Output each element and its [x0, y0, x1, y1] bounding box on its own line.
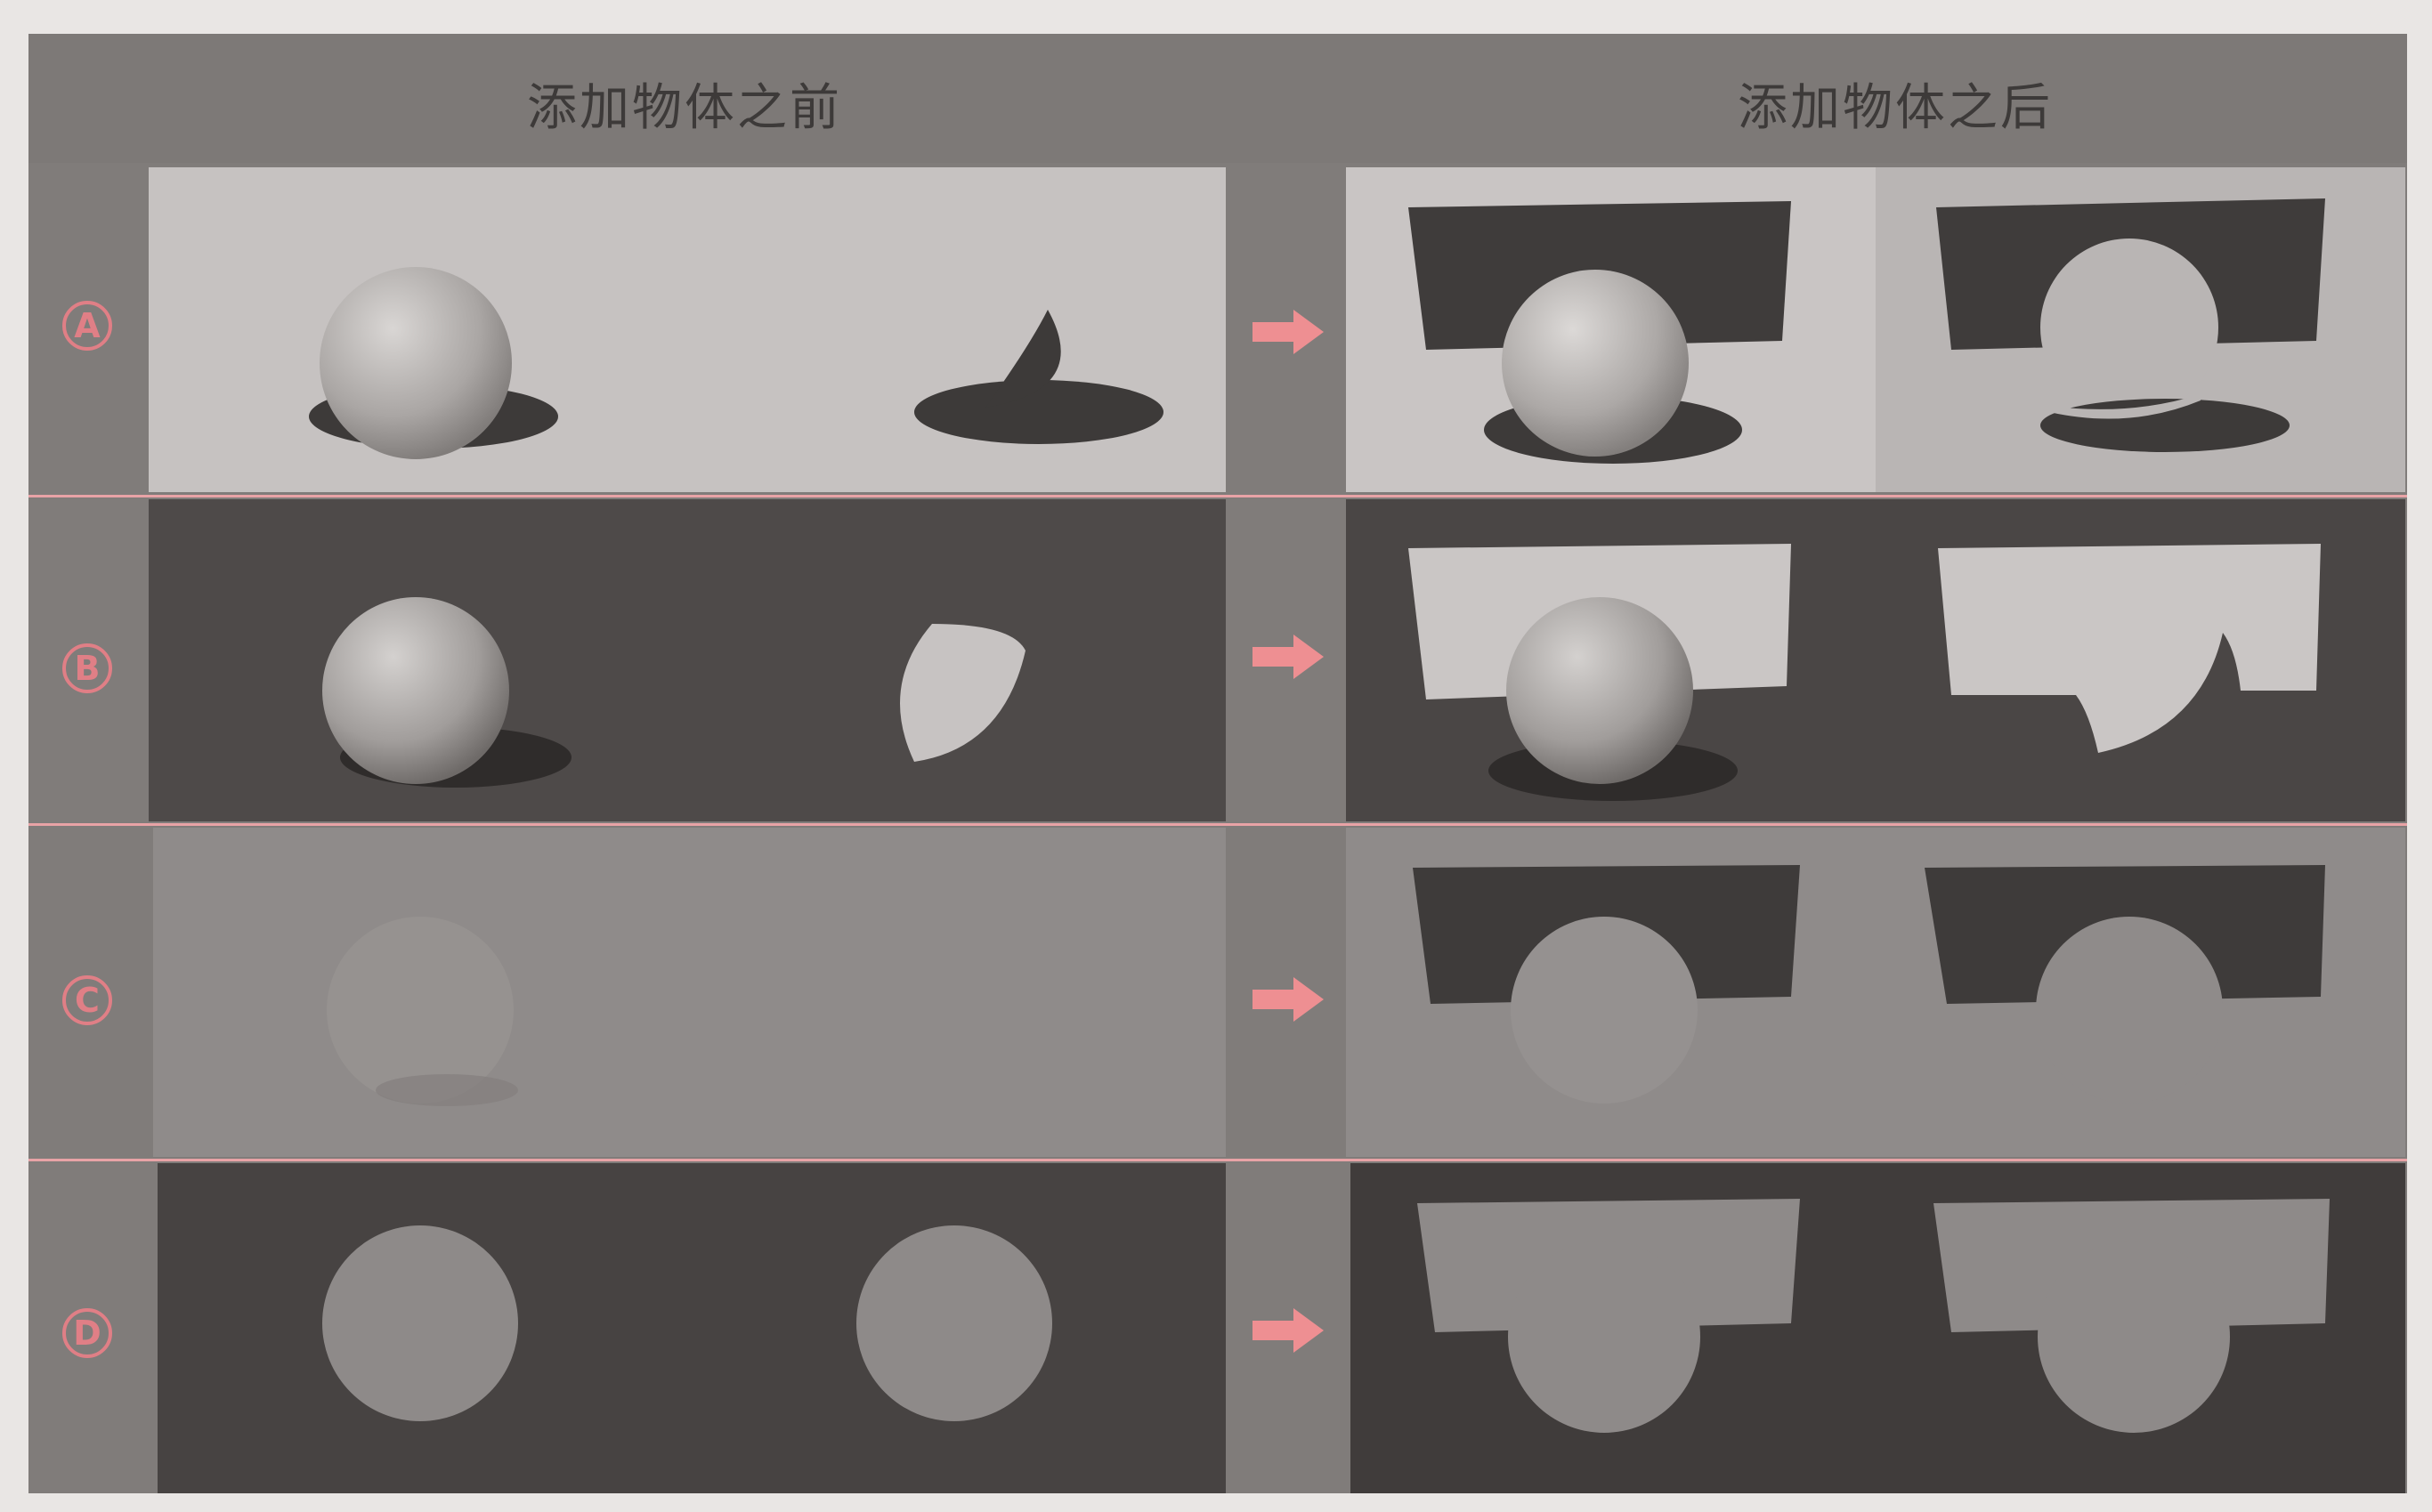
faint-sphere	[327, 917, 514, 1104]
sphere	[1506, 597, 1693, 784]
row-divider	[28, 495, 2407, 497]
row-a-after-panel	[1346, 167, 2405, 492]
comparison-sheet: 添加物体之前 添加物体之后 A	[28, 34, 2407, 1493]
board	[1938, 544, 2321, 753]
row-a-before-panel	[149, 167, 1226, 492]
row-b-before-panel	[149, 499, 1226, 821]
flat-circle	[856, 1225, 1052, 1421]
shadow-crescent	[914, 380, 1163, 444]
after-title: 添加物体之后	[1738, 79, 2053, 137]
before-title: 添加物体之前	[527, 79, 842, 137]
flat-sphere	[322, 1225, 518, 1421]
sphere	[322, 597, 509, 784]
row-divider	[28, 823, 2407, 826]
right-arrow-icon	[1252, 635, 1324, 679]
row-c-before-panel	[153, 828, 1226, 1157]
right-arrow-icon	[1252, 1308, 1324, 1353]
row-label-c: C	[62, 975, 112, 1025]
row-label-d: D	[62, 1308, 112, 1358]
row-divider	[28, 1159, 2407, 1161]
right-arrow-icon	[1252, 977, 1324, 1022]
row-d-before-panel	[158, 1163, 1226, 1493]
sphere	[1511, 917, 1698, 1104]
row-label-a: A	[62, 301, 112, 351]
row-b-after-panel	[1346, 499, 2405, 821]
row-d-after-panel	[1350, 1163, 2405, 1493]
right-arrow-icon	[1252, 310, 1324, 354]
sphere	[1508, 1241, 1700, 1433]
row-c-after-panel	[1346, 828, 2405, 1157]
sphere	[320, 267, 512, 459]
sphere	[1502, 270, 1689, 457]
header: 添加物体之前 添加物体之后	[28, 34, 2407, 163]
shadow-lit-shape	[900, 624, 1025, 762]
row-label-b: B	[62, 643, 112, 693]
